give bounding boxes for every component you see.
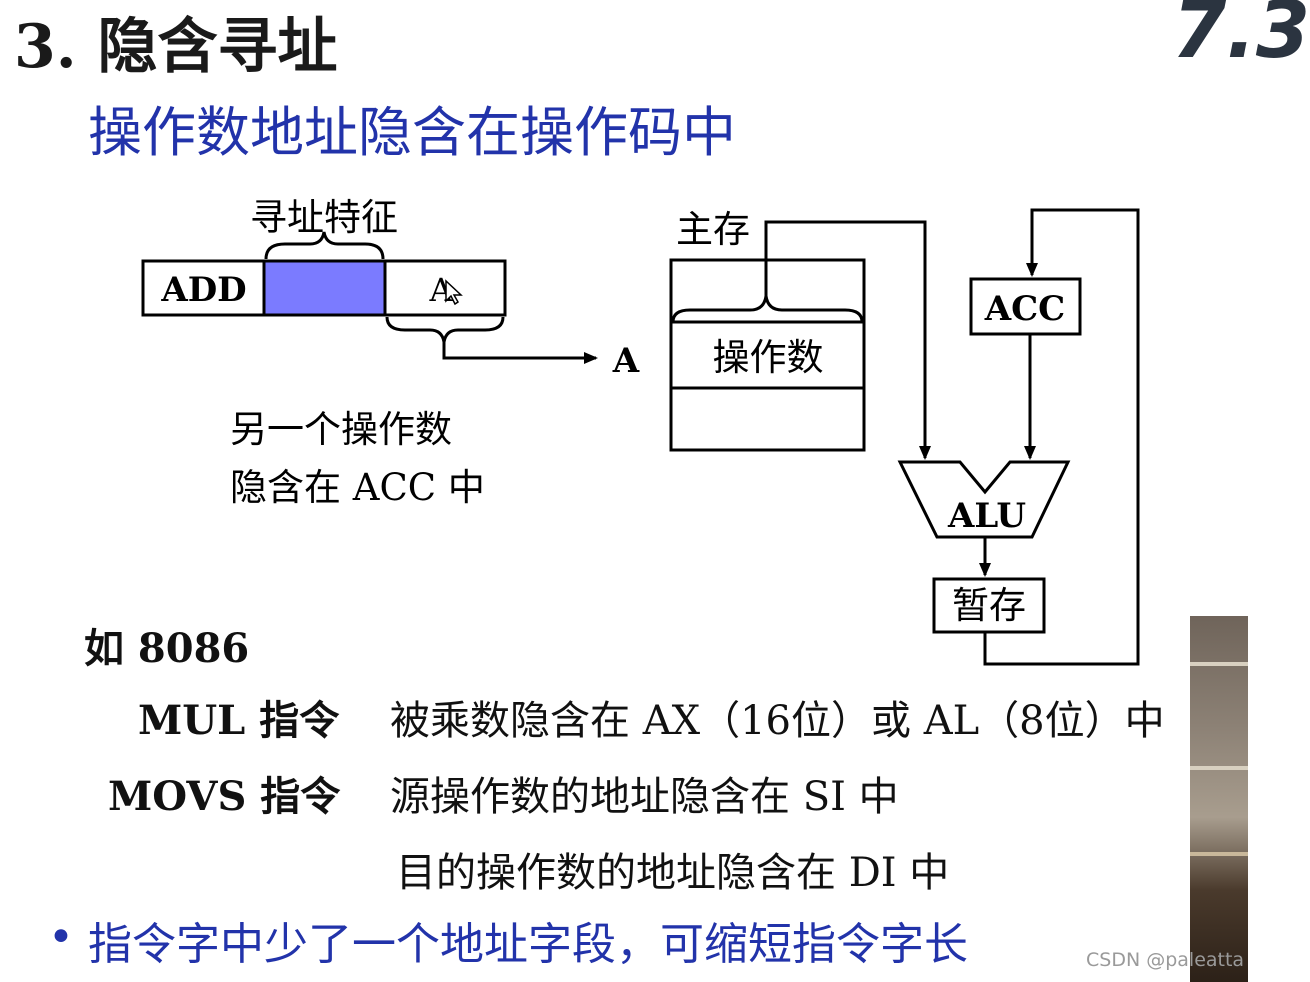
example-row-2-instr: MOVS 指令 <box>108 773 341 820</box>
address-field <box>383 259 507 317</box>
note-line-2: 隐含在 ACC 中 <box>230 466 485 509</box>
bullet-text: 指令字中少了一个地址字段，可缩短指令字长 <box>88 919 968 970</box>
alu-label: ALU <box>947 496 1026 536</box>
section-number: 7.3 <box>1172 0 1310 76</box>
temp-to-acc-feedback-arrow <box>983 208 1140 666</box>
example-row-1-instr: MUL 指令 <box>138 697 340 744</box>
slide-subtitle: 操作数地址隐含在操作码中 <box>88 101 736 164</box>
implied-addressing-diagram: ADD A 寻址特征 A 另一个操作数 隐含在 ACC 中 主存 操作数 ACC… <box>141 196 1140 666</box>
example-row-1-desc: 被乘数隐含在 AX（16位）或 AL（8位）中 <box>390 698 1165 744</box>
pointer-target-label: A <box>612 341 640 381</box>
temp-label: 暂存 <box>952 584 1026 627</box>
watermark: CSDN @paleatta <box>1086 949 1245 971</box>
address-brace <box>385 316 505 343</box>
acc-register <box>969 277 1082 336</box>
acc-label: ACC <box>984 289 1066 329</box>
slide-title: 3. 隐含寻址 <box>14 12 338 82</box>
feature-brace <box>264 231 385 260</box>
presenter-video-thumbnail <box>1190 616 1248 982</box>
operand-cell-label: 操作数 <box>713 336 824 379</box>
address-pointer-arrow <box>442 342 598 364</box>
example-row-3-desc: 目的操作数的地址隐含在 DI 中 <box>396 850 950 896</box>
temp-register <box>932 577 1046 634</box>
note-line-1: 另一个操作数 <box>230 408 452 451</box>
instruction-word: ADD A <box>141 259 507 317</box>
example-intro-text: 如 8086 <box>84 625 250 672</box>
alu-unit <box>897 460 1071 539</box>
mouse-cursor-icon <box>445 279 463 306</box>
opcode-label: ADD <box>160 270 246 310</box>
example-intro: 如 8086 <box>84 616 249 674</box>
example-row-2-desc: 源操作数的地址隐含在 SI 中 <box>390 774 899 820</box>
addressing-feature-field <box>262 259 387 317</box>
bullet-marker: • <box>48 912 74 963</box>
operand-to-alu-arrow <box>764 220 931 460</box>
main-memory-label: 主存 <box>676 208 750 251</box>
addressing-feature-label: 寻址特征 <box>250 196 398 239</box>
